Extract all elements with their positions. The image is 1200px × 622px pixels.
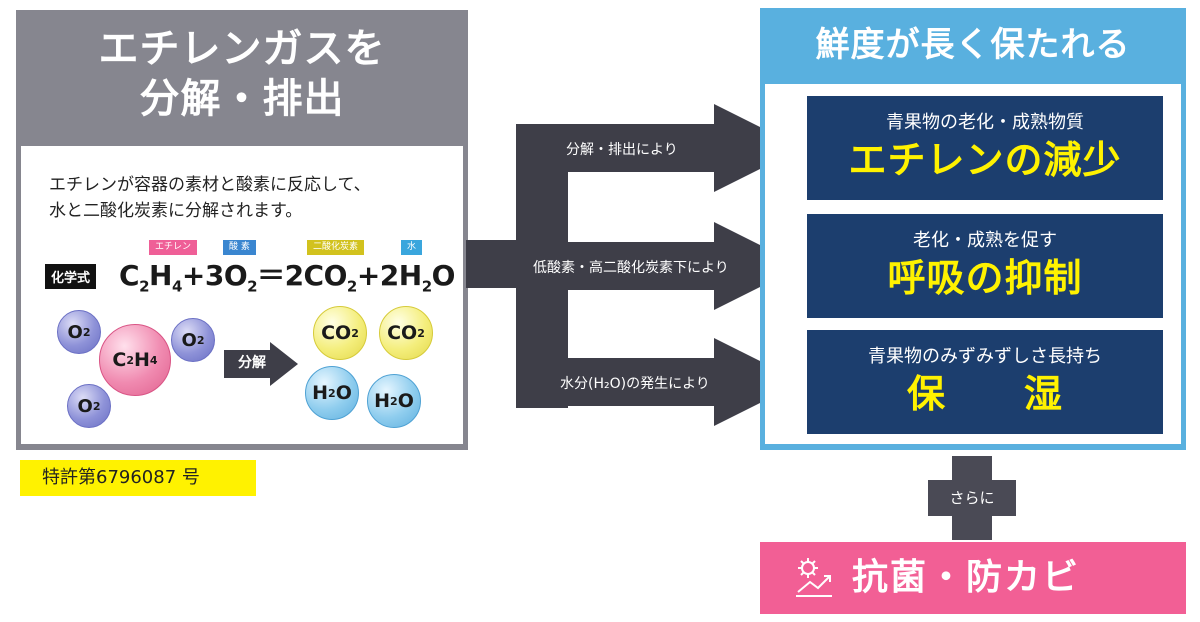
right-title: 鮮度が長く保たれる	[815, 25, 1131, 65]
arrow-label-middle: 低酸素・高二酸化炭素下により	[533, 260, 729, 276]
effect-respiration-suppression: 老化・成熟を促す 呼吸の抑制	[807, 214, 1163, 318]
chemical-formula: C2H4+3O2＝2CO2+2H2O	[119, 259, 455, 296]
left-title-line2: 分解・排出	[139, 76, 345, 122]
effect-main: エチレンの減少	[848, 138, 1122, 182]
arrow-label-top: 分解・排出により	[566, 142, 678, 158]
description: エチレンが容器の素材と酸素に反応して、 水と二酸化炭素に分解されます。	[49, 172, 449, 224]
antibacterial-label: 抗菌・防カビ	[852, 557, 1081, 598]
left-title: エチレンガスを 分解・排出	[16, 10, 468, 142]
patent-number: 特許第6796087 号	[20, 460, 256, 496]
formula-label: 化学式	[45, 264, 97, 289]
effect-moisture-retention: 青果物のみずみずしさ長持ち 保 湿	[807, 330, 1163, 434]
tag-oxygen: 酸 素	[223, 240, 256, 255]
right-body: 青果物の老化・成熟物質 エチレンの減少 老化・成熟を促す 呼吸の抑制 青果物のみ…	[765, 84, 1181, 444]
plus-label: さらに	[949, 489, 995, 507]
tag-water: 水	[401, 240, 423, 255]
plus-sign-horizontal	[928, 480, 1016, 516]
antibacterial-shield-icon	[796, 558, 832, 597]
effect-main: 保 湿	[906, 372, 1063, 416]
effect-sub: 青果物の老化・成熟物質	[886, 112, 1084, 133]
antibacterial-bar: 抗菌・防カビ	[760, 542, 1186, 614]
tag-co2: 二酸化炭素	[307, 240, 365, 255]
arrow-label-bottom: 水分(H₂O)の発生により	[560, 376, 710, 392]
effect-main: 呼吸の抑制	[887, 256, 1083, 300]
effect-sub: 老化・成熟を促す	[913, 230, 1057, 251]
description-line2: 水と二酸化炭素に分解されます。	[49, 201, 303, 221]
effect-sub: 青果物のみずみずしさ長持ち	[868, 346, 1102, 367]
formula-row: エチレン 酸 素 二酸化炭素 水 化学式 C2H4+3O2＝2CO2+2H2O	[45, 240, 455, 302]
decompose-label: 分解	[238, 355, 266, 371]
left-title-line1: エチレンガスを	[98, 26, 386, 72]
right-panel: 鮮度が長く保たれる 青果物の老化・成熟物質 エチレンの減少 老化・成熟を促す 呼…	[760, 8, 1186, 450]
effect-ethylene-reduction: 青果物の老化・成熟物質 エチレンの減少	[807, 96, 1163, 200]
decompose-arrow-icon	[224, 342, 298, 386]
left-body: エチレンが容器の素材と酸素に反応して、 水と二酸化炭素に分解されます。 エチレン…	[21, 146, 463, 444]
tag-ethylene: エチレン	[149, 240, 198, 255]
connector-trunk	[466, 240, 522, 288]
description-line1: エチレンが容器の素材と酸素に反応して、	[49, 175, 371, 195]
left-panel: エチレンガスを 分解・排出 エチレンが容器の素材と酸素に反応して、 水と二酸化炭…	[16, 10, 468, 450]
